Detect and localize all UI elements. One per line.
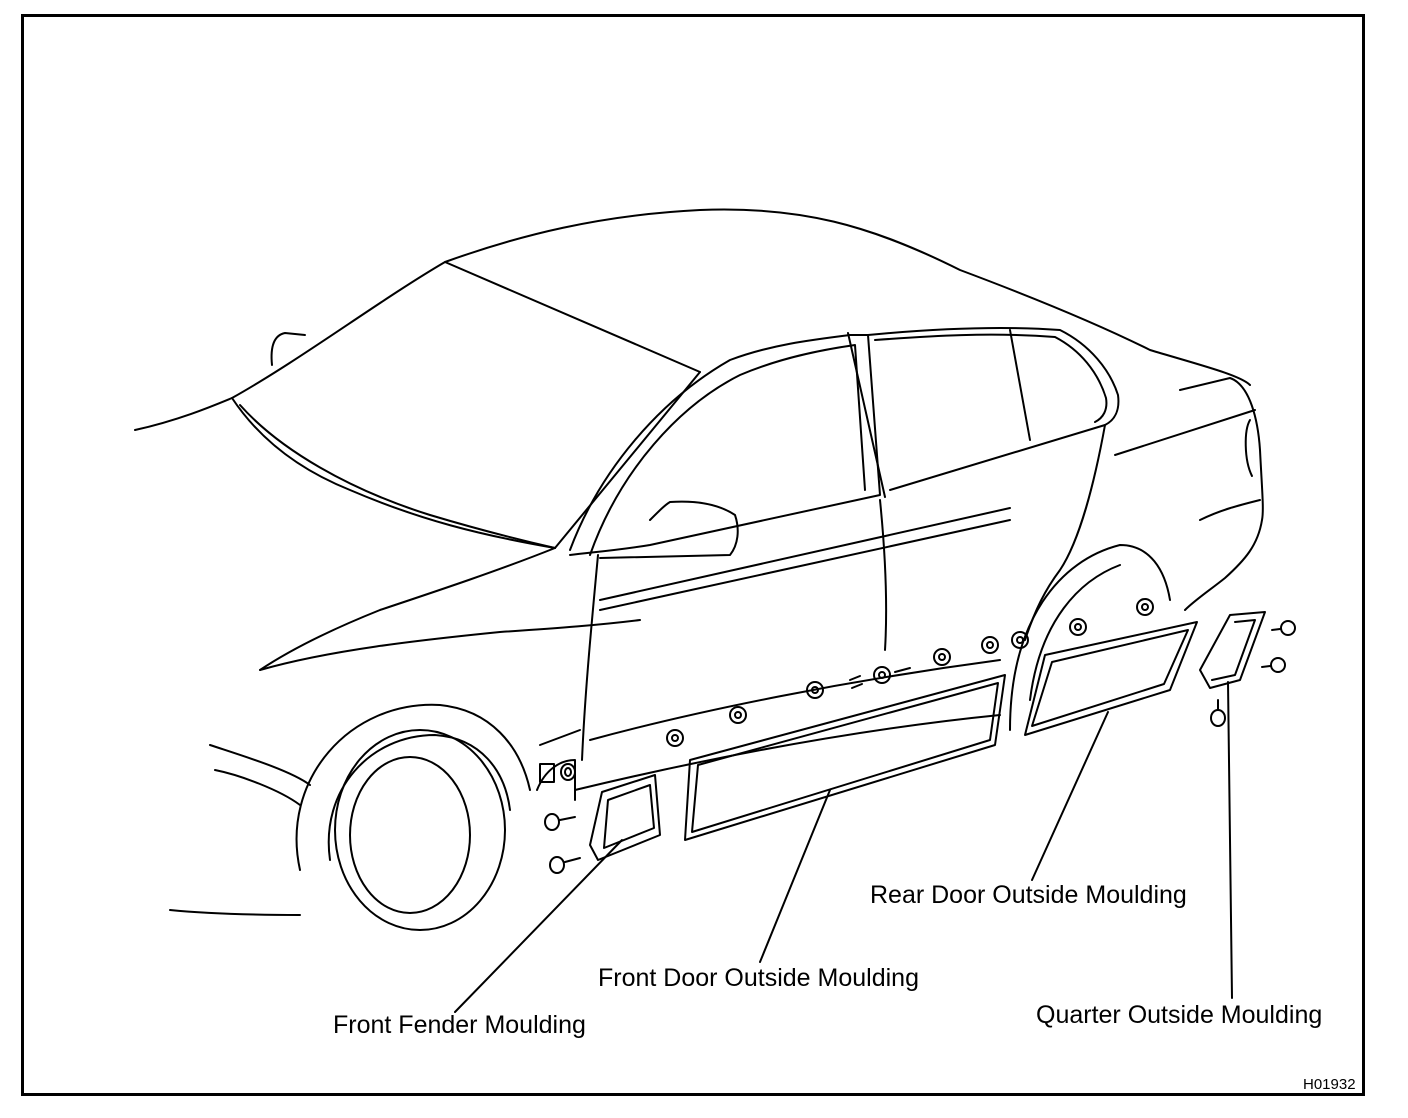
front-door-moulding-part xyxy=(684,674,1006,841)
leader-lines xyxy=(454,681,1233,1013)
quarter-moulding-part xyxy=(1199,611,1266,689)
car-windows xyxy=(569,326,1120,559)
label-front-door-outside-moulding: Front Door Outside Moulding xyxy=(598,964,919,992)
car-body xyxy=(134,208,1264,916)
front-fender-moulding-part xyxy=(536,759,661,861)
figure-code: H01932 xyxy=(1303,1076,1356,1093)
moulding-clips xyxy=(544,598,1296,874)
front-wheel xyxy=(295,703,531,931)
rear-wheel xyxy=(1009,544,1171,731)
label-front-fender-moulding: Front Fender Moulding xyxy=(333,1011,586,1039)
label-rear-door-outside-moulding: Rear Door Outside Moulding xyxy=(870,881,1187,909)
diagram-frame xyxy=(21,14,1365,1096)
car-doors xyxy=(539,424,1106,791)
label-quarter-outside-moulding: Quarter Outside Moulding xyxy=(1036,1001,1323,1029)
rear-door-moulding-part xyxy=(1024,621,1198,736)
